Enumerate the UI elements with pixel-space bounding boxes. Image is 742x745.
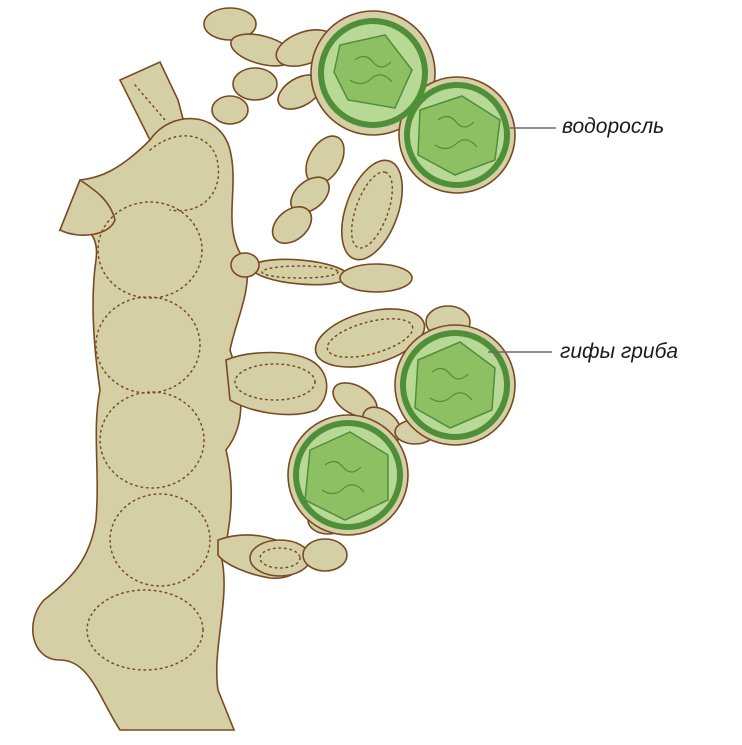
label-fungal-hyphae: гифы гриба <box>560 340 678 364</box>
thallus-main-body <box>33 119 248 730</box>
algae-cell-4 <box>296 423 400 527</box>
algae-cell-1 <box>321 21 425 125</box>
algae-cell-2 <box>407 85 507 185</box>
label-algae: водоросль <box>562 115 664 139</box>
thallus-side-branch <box>226 353 327 415</box>
algae-cell-3 <box>403 333 507 437</box>
